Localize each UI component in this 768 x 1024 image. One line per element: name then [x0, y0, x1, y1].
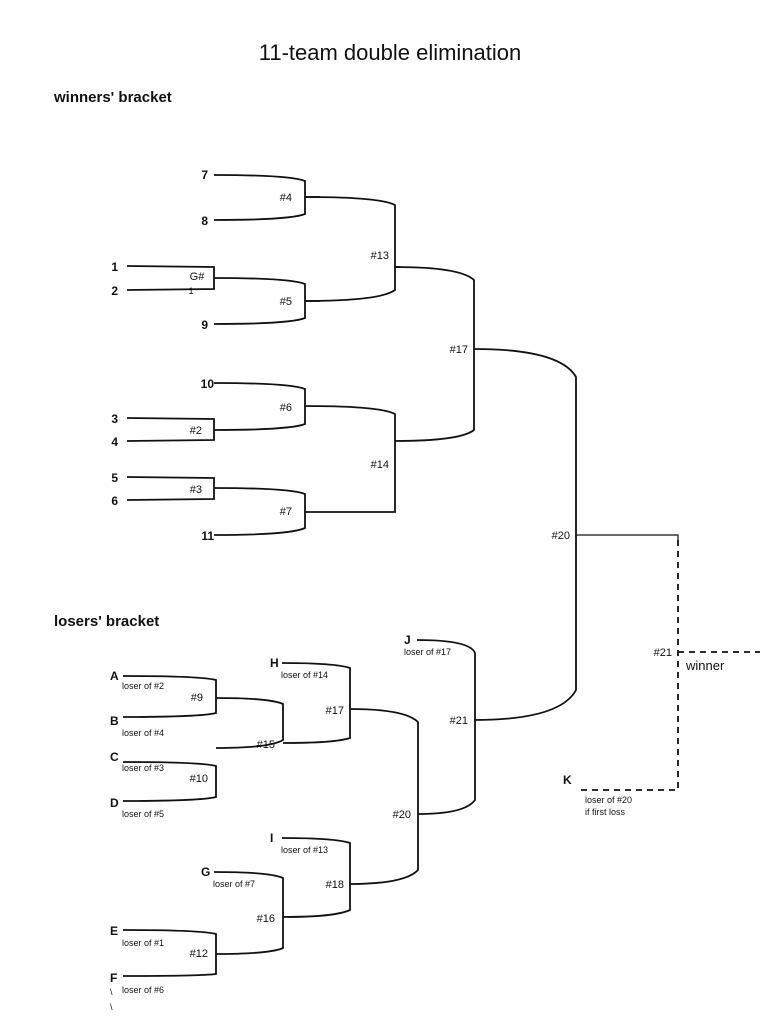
seed-11: 11 [201, 529, 214, 543]
seed-9: 9 [201, 318, 208, 332]
game-label-l12: #12 [190, 948, 208, 960]
entrant-f-mark-2: \ [110, 1002, 113, 1012]
game-label-w1-sub: 1 [188, 286, 193, 296]
match-l10 [122, 761, 217, 802]
game-label-w17: #17 [450, 344, 468, 356]
match-w20 [473, 348, 679, 721]
match-w7 [213, 487, 306, 536]
entrant-k-note-2: if first loss [585, 807, 626, 817]
game-label-w7: #7 [280, 506, 292, 518]
entrant-h: H [270, 656, 279, 670]
seed-3: 3 [111, 412, 118, 426]
match-l9 [122, 675, 217, 718]
match-final-21 [576, 540, 760, 791]
game-label-l9: #9 [191, 692, 203, 704]
entrant-c-note: loser of #3 [122, 763, 164, 773]
seed-5: 5 [111, 471, 118, 485]
match-l20 [349, 708, 419, 885]
game-label-l18: #18 [326, 879, 344, 891]
entrant-i-note: loser of #13 [281, 845, 328, 855]
match-w4 [213, 174, 320, 221]
match-l16 [213, 871, 284, 955]
match-w5 [213, 277, 320, 325]
entrant-k-note-1: loser of #20 [585, 795, 632, 805]
match-l18 [281, 837, 351, 918]
winners-bracket-heading: winners' bracket [53, 89, 172, 106]
entrant-f: F [110, 971, 117, 985]
entrant-d-note: loser of #5 [122, 809, 164, 819]
game-label-w14: #14 [371, 459, 389, 471]
match-l15 [215, 697, 284, 749]
game-label-l16: #16 [257, 913, 275, 925]
game-label-w3: #3 [190, 484, 202, 496]
entrant-a-note: loser of #2 [122, 681, 164, 691]
seed-1: 1 [111, 260, 118, 274]
match-w14 [304, 405, 396, 513]
game-label-w4: #4 [280, 192, 292, 204]
entrant-i: I [270, 831, 273, 845]
game-label-w2: #2 [190, 425, 202, 437]
game-label-l17: #17 [326, 705, 344, 717]
losers-bracket-heading: losers' bracket [54, 613, 159, 630]
seed-2: 2 [111, 284, 118, 298]
entrant-k: K [563, 773, 572, 787]
match-l17 [281, 662, 351, 744]
game-label-l21: #21 [450, 715, 468, 727]
match-l21 [416, 639, 476, 815]
game-label-l15: #15 [257, 739, 275, 751]
entrant-b: B [110, 714, 119, 728]
game-label-w13: #13 [371, 250, 389, 262]
game-label-final-21: #21 [654, 647, 672, 659]
entrant-g-note: loser of #7 [213, 879, 255, 889]
entrant-e-note: loser of #1 [122, 938, 164, 948]
game-label-w1: G# [190, 271, 206, 283]
entrant-b-note: loser of #4 [122, 728, 164, 738]
entrant-f-mark-1: \ [110, 987, 113, 997]
entrant-e: E [110, 924, 118, 938]
entrant-h-note: loser of #14 [281, 670, 328, 680]
seed-8: 8 [201, 214, 208, 228]
game-label-l10: #10 [190, 773, 208, 785]
match-w13 [304, 196, 400, 302]
entrant-d: D [110, 796, 119, 810]
entrant-c: C [110, 750, 119, 764]
seed-10: 10 [201, 377, 215, 391]
entrant-j: J [404, 633, 411, 647]
game-label-l20: #20 [393, 809, 411, 821]
entrant-j-note: loser of #17 [404, 647, 451, 657]
seed-4: 4 [111, 435, 118, 449]
seed-6: 6 [111, 494, 118, 508]
entrant-f-note: loser of #6 [122, 985, 164, 995]
page-title: 11-team double elimination [259, 40, 522, 65]
entrant-g: G [201, 865, 210, 879]
game-label-w20: #20 [552, 530, 570, 542]
winner-label: winner [685, 658, 725, 673]
match-w17 [394, 266, 475, 442]
game-label-w5: #5 [280, 296, 292, 308]
game-label-w6: #6 [280, 402, 292, 414]
entrant-a: A [110, 669, 119, 683]
seed-7: 7 [201, 168, 208, 182]
